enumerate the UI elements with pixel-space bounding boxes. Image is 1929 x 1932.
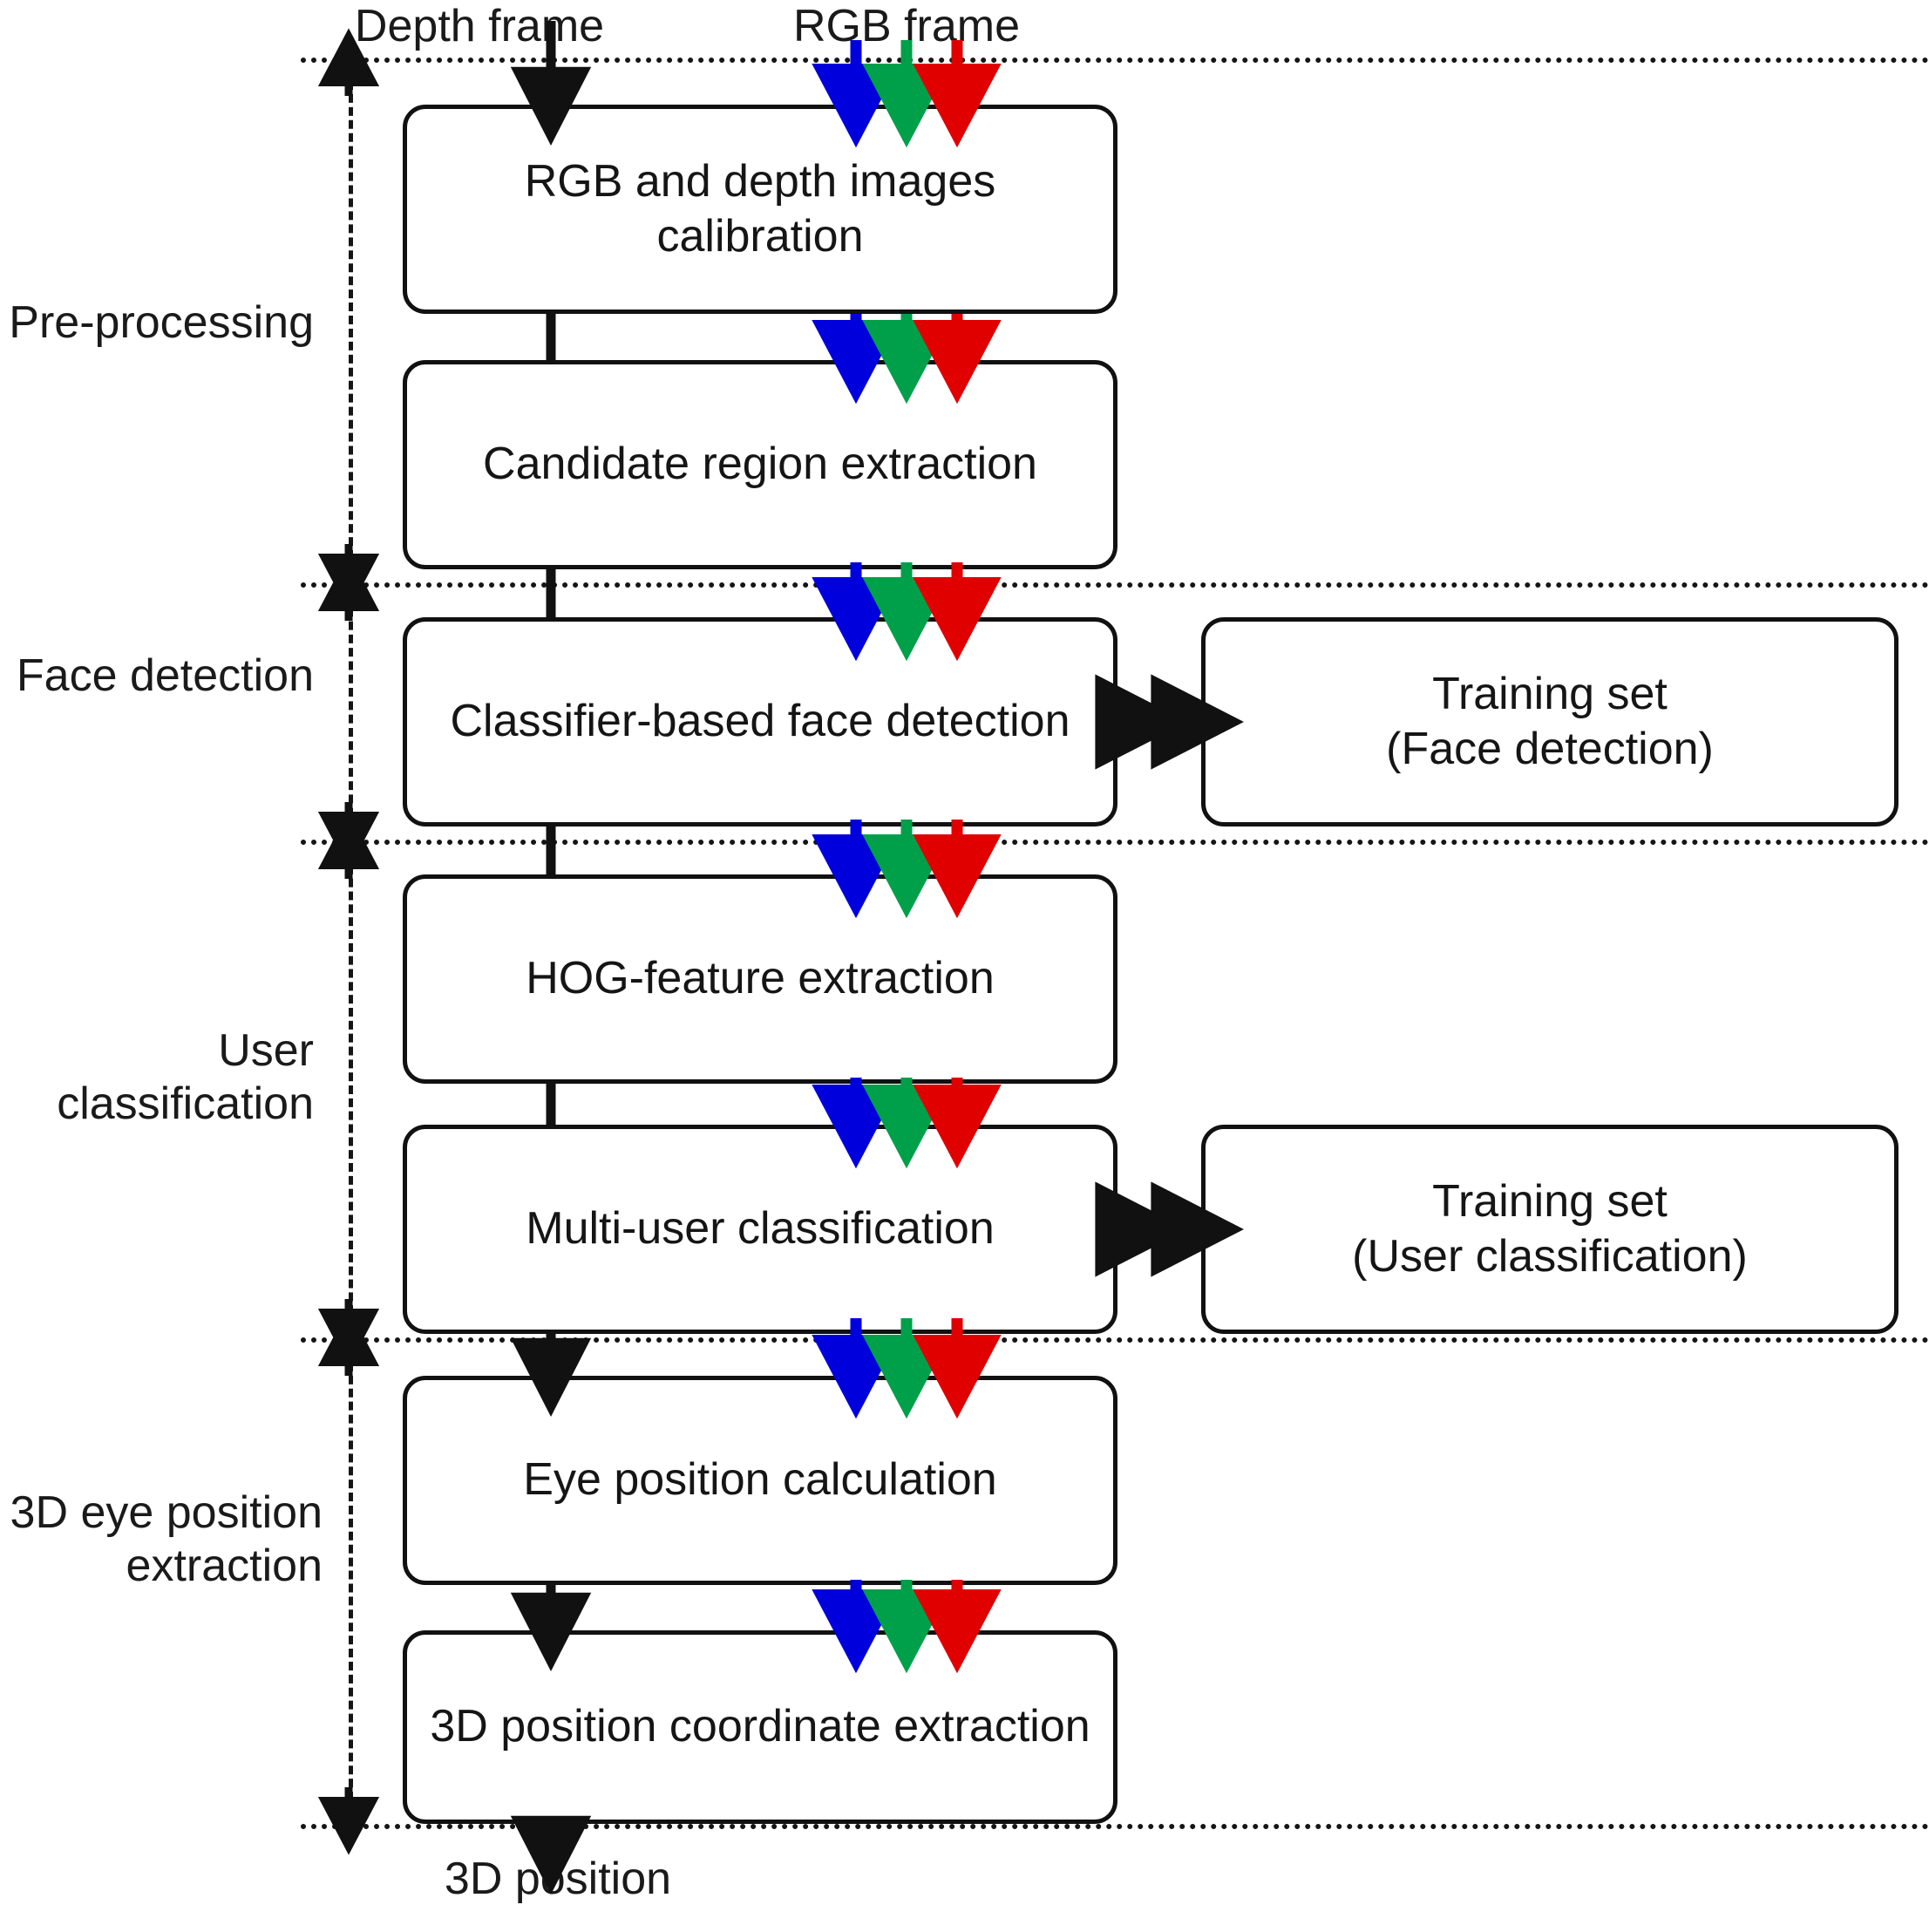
process-box-classifier-face-detection[interactable]: Classifier-based face detection [403,617,1117,827]
output-label-3d-position: 3D position [444,1854,672,1904]
span-line-user-classification [349,853,353,1327]
process-box-3d-position-coordinate[interactable]: 3D position coordinate extraction [403,1630,1117,1824]
span-line-3d-eye-position [349,1350,353,1813]
section-divider-2 [301,840,1929,845]
process-box-label: Candidate region extraction [483,439,1037,490]
section-divider-bottom [301,1824,1929,1829]
side-box-label: Training set (User classification) [1352,1175,1748,1282]
process-box-eye-position-calculation[interactable]: Eye position calculation [403,1376,1117,1585]
stage-label-3d-eye-position: 3D eye position extraction [10,1487,323,1592]
process-box-label: Multi-user classification [526,1203,995,1255]
span-line-pre-processing [349,68,353,572]
process-box-label: RGB and depth images calibration [524,155,996,262]
process-box-label: Classifier-based face detection [450,696,1070,747]
process-box-rgb-depth-calibration[interactable]: RGB and depth images calibration [403,105,1117,314]
process-box-hog-feature-extraction[interactable]: HOG-feature extraction [403,874,1117,1084]
stage-label-pre-processing: Pre-processing [9,297,314,348]
section-divider-3 [301,1337,1929,1343]
input-label-depth-frame: Depth frame [354,1,605,51]
span-line-face-detection [349,595,353,830]
input-label-rgb-frame: RGB frame [792,1,1021,51]
process-box-label: Eye position calculation [523,1454,997,1506]
side-box-training-set-face-detection[interactable]: Training set (Face detection) [1201,617,1898,827]
stage-label-user-classification: User classification [57,1025,314,1130]
side-box-training-set-user-classification[interactable]: Training set (User classification) [1201,1125,1898,1334]
process-box-candidate-region[interactable]: Candidate region extraction [403,360,1117,569]
side-box-label: Training set (Face detection) [1386,668,1714,774]
process-box-multi-user-classification[interactable]: Multi-user classification [403,1125,1117,1334]
section-divider-top [301,58,1929,63]
process-box-label: 3D position coordinate extraction [430,1701,1090,1752]
section-divider-1 [301,582,1929,588]
process-box-label: HOG-feature extraction [526,953,995,1004]
stage-label-face-detection: Face detection [16,650,314,701]
